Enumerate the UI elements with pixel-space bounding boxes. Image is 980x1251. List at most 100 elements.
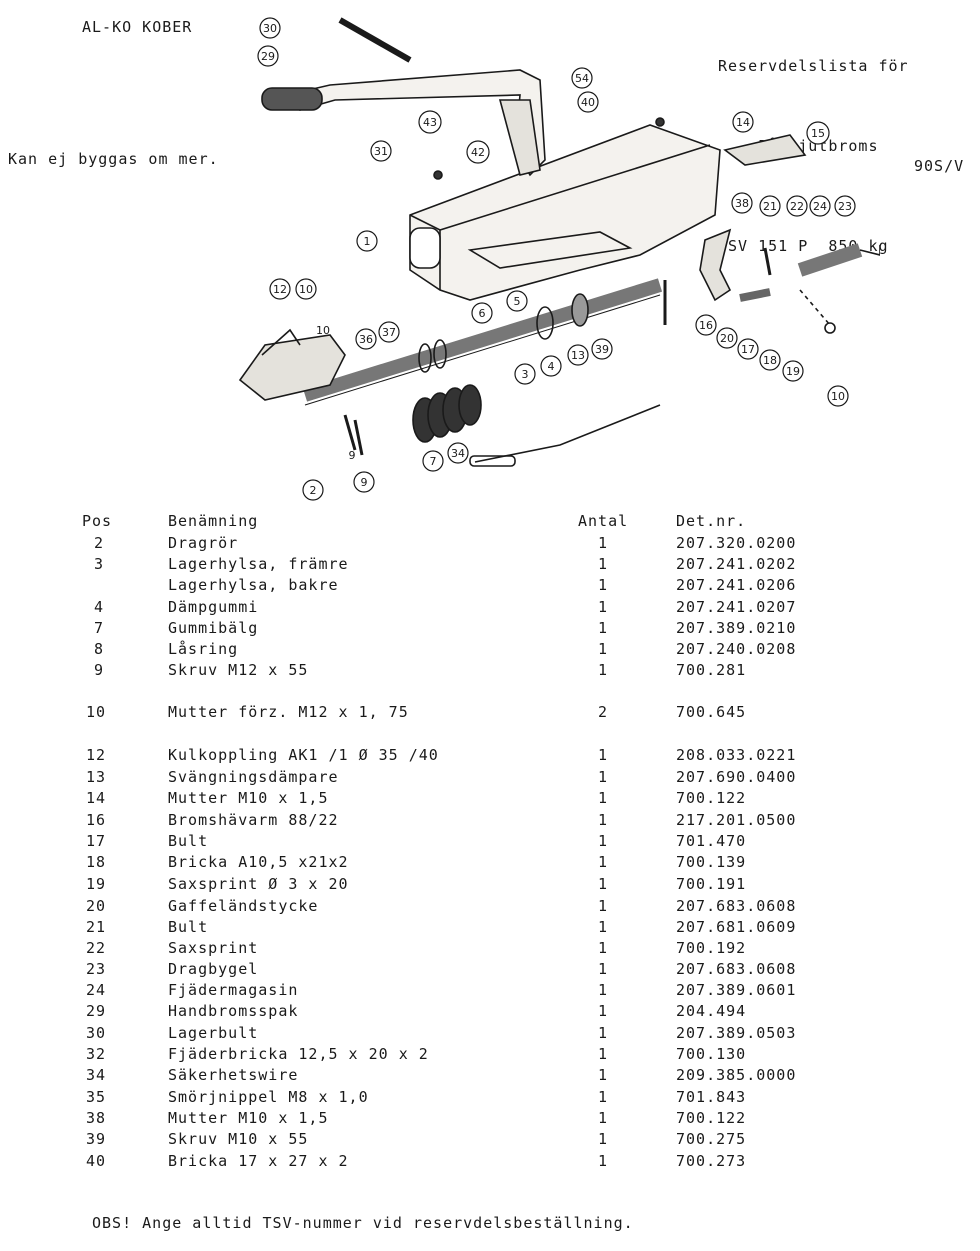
footer-note: OBS! Ange alltid TSV-nummer vid reservde… [92,1214,634,1232]
callout-number: 54 [575,72,589,85]
callout-number: 36 [359,333,373,346]
part-qty: 1 [598,1152,609,1170]
callout-number: 15 [811,127,825,140]
callout-number: 16 [699,319,713,332]
part-number: 700.645 [676,703,747,721]
part-qty: 1 [598,661,609,679]
callout-number: 6 [479,307,486,320]
callout-number: 5 [514,295,521,308]
part-qty: 1 [598,897,609,915]
part-pos: 39 [86,1130,107,1148]
callout-number: 40 [581,96,595,109]
part-name: Skruv M12 x 55 [168,661,309,679]
part-pos: 29 [86,1002,107,1020]
part-qty: 1 [598,811,609,829]
part-qty: 1 [598,875,609,893]
part-qty: 1 [598,1002,609,1020]
callout-number: 24 [813,200,827,213]
part-pos: 3 [94,555,105,573]
part-name: Lagerbult [168,1024,259,1042]
part-pos: 40 [86,1152,107,1170]
header-pos: Pos [82,512,113,530]
part-number: 701.843 [676,1088,747,1106]
part-pos: 22 [86,939,107,957]
part-name: Svängningsdämpare [168,768,339,786]
part-name: Smörjnippel M8 x 1,0 [168,1088,369,1106]
part-qty: 1 [598,1130,609,1148]
part-name: Mutter M10 x 1,5 [168,1109,329,1127]
callout-number: 43 [423,116,437,129]
part-qty: 1 [598,534,609,552]
part-number: 700.122 [676,1109,747,1127]
part-number: 217.201.0500 [676,811,797,829]
callout-number: 9 [361,476,368,489]
part-qty: 2 [598,703,609,721]
part-name: Lagerhylsa, bakre [168,576,339,594]
part-qty: 1 [598,576,609,594]
callout-number: 22 [790,200,804,213]
part-number: 207.389.0210 [676,619,797,637]
header-det: Det.nr. [676,512,747,530]
part-name: Gaffeländstycke [168,897,319,915]
part-pos: 35 [86,1088,107,1106]
part-qty: 1 [598,789,609,807]
part-name: Bromshävarm 88/22 [168,811,339,829]
part-number: 207.241.0206 [676,576,797,594]
callout-number: 30 [263,22,277,35]
part-name: Gummibälg [168,619,259,637]
part-pos: 32 [86,1045,107,1063]
part-qty: 1 [598,939,609,957]
part-name: Låsring [168,640,239,658]
part-pos: 9 [94,661,105,679]
part-qty: 1 [598,1024,609,1042]
part-number: 700.191 [676,875,747,893]
part-pos: 13 [86,768,107,786]
part-pos: 16 [86,811,107,829]
part-number: 204.494 [676,1002,747,1020]
part-number: 700.192 [676,939,747,957]
part-number: 700.139 [676,853,747,871]
callout-number: 14 [736,116,750,129]
part-number: 207.241.0202 [676,555,797,573]
part-number: 700.281 [676,661,747,679]
part-number: 207.683.0608 [676,960,797,978]
callout-number: 19 [786,365,800,378]
callout-number: 7 [430,455,437,468]
part-name: Bricka A10,5 x21x2 [168,853,349,871]
part-number: 209.385.0000 [676,1066,797,1084]
header-qty: Antal [578,512,629,530]
brand-name: AL-KO KOBER [82,18,193,36]
callout-number: 39 [595,343,609,356]
callout-number: 1 [364,235,371,248]
callout-number: 10 [299,283,313,296]
part-qty: 1 [598,1109,609,1127]
part-number: 207.240.0208 [676,640,797,658]
part-name: Bricka 17 x 27 x 2 [168,1152,349,1170]
part-qty: 1 [598,746,609,764]
part-name: Handbromsspak [168,1002,299,1020]
callout-number: 3 [522,368,529,381]
part-qty: 1 [598,1066,609,1084]
callout-number: 9 [349,449,356,462]
part-number: 700.122 [676,789,747,807]
part-number: 208.033.0221 [676,746,797,764]
part-number: 207.389.0601 [676,981,797,999]
part-pos: 38 [86,1109,107,1127]
part-name: Bult [168,832,209,850]
callout-number: 18 [763,354,777,367]
part-name: Saxsprint Ø 3 x 20 [168,875,349,893]
callout-number: 20 [720,332,734,345]
title-line-3: TSV 151 P 850 kg [718,237,889,255]
callout-number: 13 [571,349,585,362]
part-pos: 30 [86,1024,107,1042]
part-pos: 34 [86,1066,107,1084]
diagram-drawing [238,17,880,467]
callout-number: 29 [261,50,275,63]
part-pos: 21 [86,918,107,936]
part-number: 700.273 [676,1152,747,1170]
part-name: Lagerhylsa, främre [168,555,349,573]
callout-number: 10 [831,390,845,403]
part-pos: 23 [86,960,107,978]
part-pos: 17 [86,832,107,850]
